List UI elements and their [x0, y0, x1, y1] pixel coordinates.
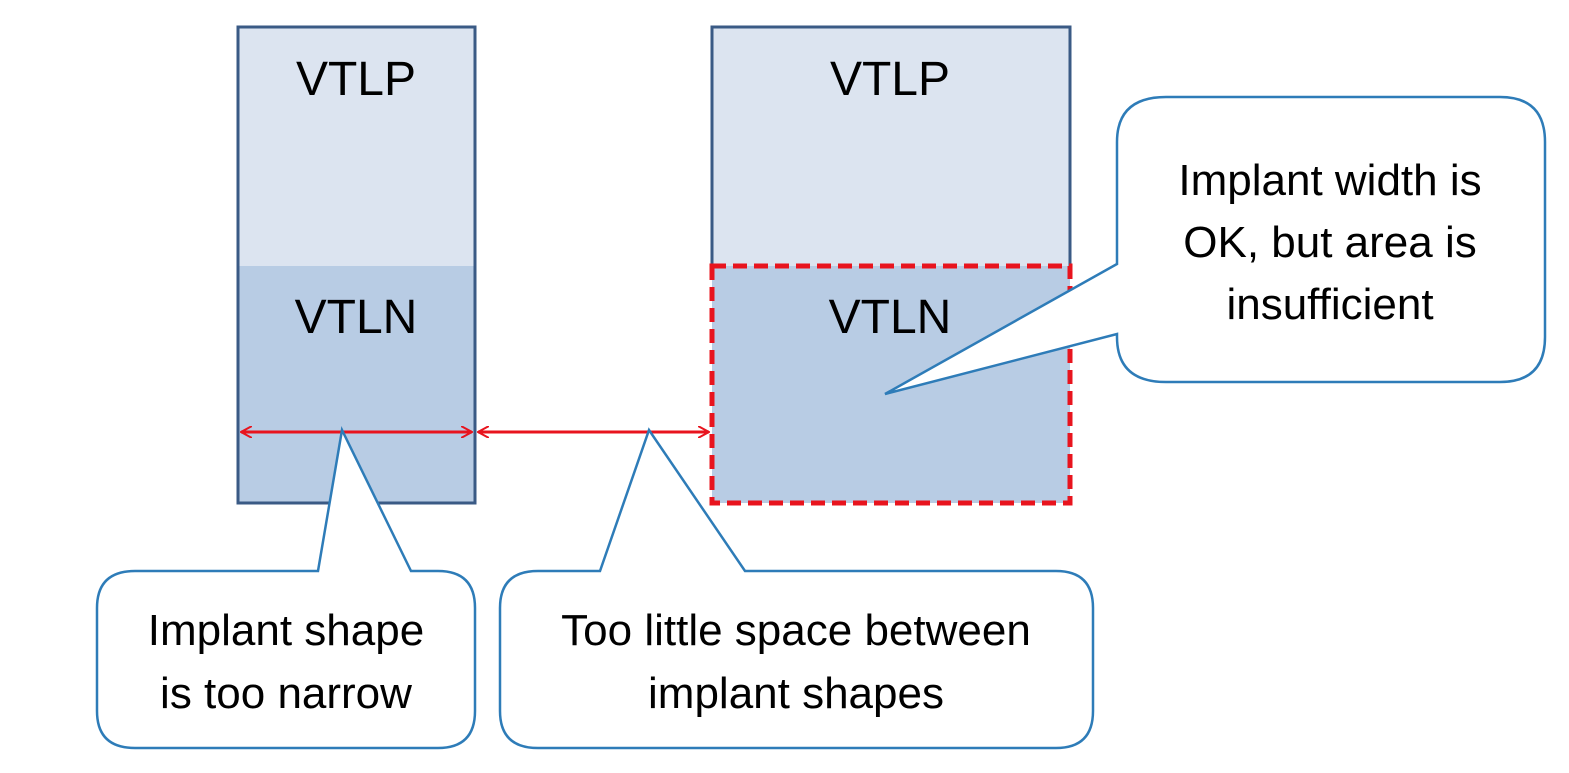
left-vtlp-label: VTLP — [296, 53, 416, 106]
left-cell: VTLP VTLN — [236, 25, 477, 505]
callout-area: Implant width is OK, but area is insuffi… — [884, 95, 1547, 396]
left-vtln-label: VTLN — [295, 291, 418, 344]
callout-narrow-bubble — [95, 425, 477, 750]
right-vtlp-label: VTLP — [830, 53, 950, 106]
callout-area-line3: insufficient — [1226, 280, 1433, 329]
right-cell-border — [710, 25, 1072, 266]
implant-dashed-outline — [709, 263, 1073, 506]
callout-area-bubble — [884, 95, 1547, 396]
right-vtln-label: VTLN — [829, 291, 952, 344]
left-vtlp-region — [238, 27, 475, 266]
callout-narrow-line2: is too narrow — [160, 669, 412, 718]
right-vtln-region — [712, 266, 1070, 503]
callout-space-bubble — [498, 427, 1095, 750]
right-cell: VTLP VTLN — [709, 25, 1073, 506]
callout-space-line1: Too little space between — [561, 606, 1031, 655]
callout-narrow-line1: Implant shape — [148, 606, 424, 655]
callout-space-line2: implant shapes — [648, 669, 944, 718]
callout-area-line1: Implant width is — [1178, 156, 1481, 205]
callout-narrow: Implant shape is too narrow — [95, 425, 477, 750]
callout-area-line2: OK, but area is — [1183, 218, 1476, 267]
right-vtlp-region — [712, 27, 1070, 266]
callout-space: Too little space between implant shapes — [498, 427, 1095, 750]
